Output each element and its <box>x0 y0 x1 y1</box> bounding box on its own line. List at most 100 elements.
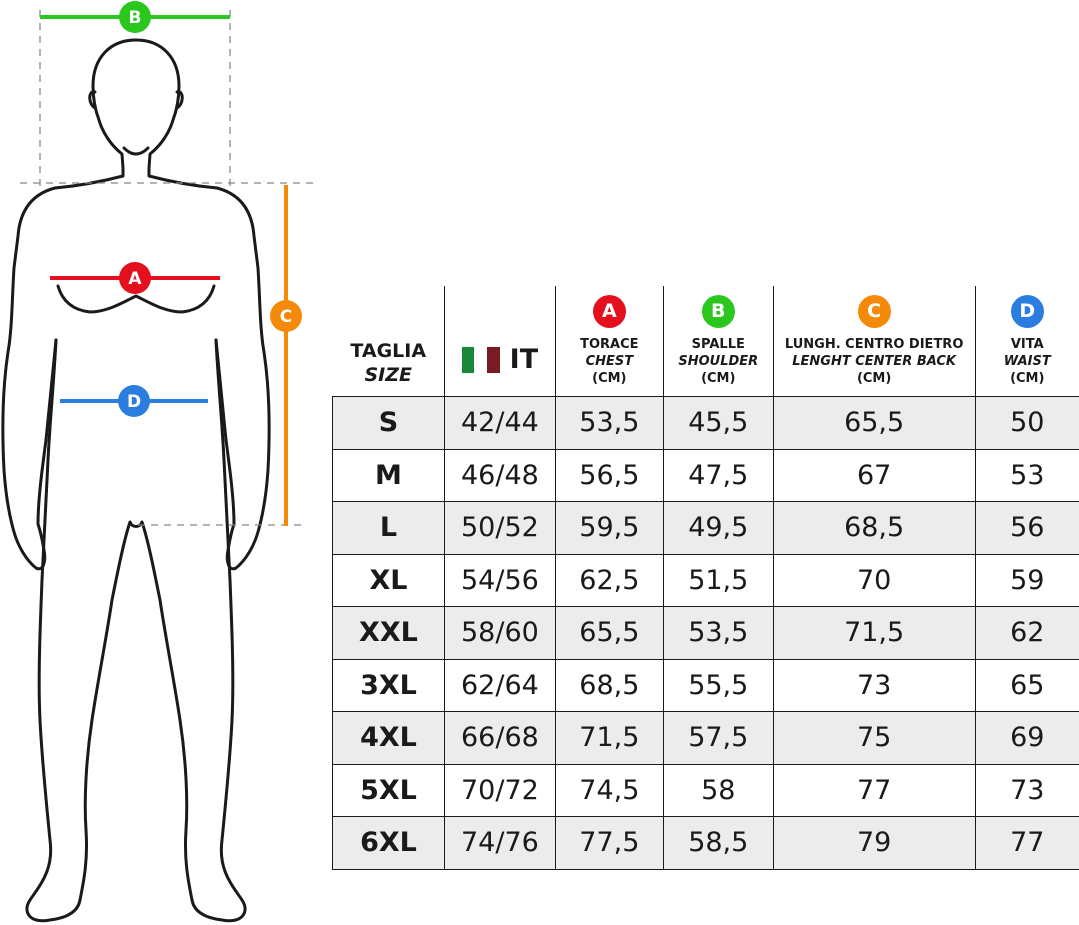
chest-cell: 68,5 <box>554 658 664 712</box>
header-label-en: LENGHT CENTER BACK <box>792 354 957 369</box>
waist-cell: 50 <box>974 396 1079 450</box>
size-cell: 3XL <box>332 658 445 712</box>
waist-cell: 56 <box>974 501 1079 555</box>
body-outline <box>1 38 271 923</box>
size-cell: XL <box>332 553 445 607</box>
header-label-it: SPALLE <box>691 337 745 352</box>
it-size-cell: 66/68 <box>443 711 556 765</box>
size-cell: XXL <box>332 606 445 660</box>
marker-a-chest: A <box>50 262 220 294</box>
waist-cell: 65 <box>974 658 1079 712</box>
header-unit: (CM) <box>592 371 627 386</box>
waist-cell: 59 <box>974 553 1079 607</box>
chest-cell: 62,5 <box>554 553 664 607</box>
length-cell: 65,5 <box>772 396 976 450</box>
waist-cell: 62 <box>974 606 1079 660</box>
header-label-en: WAIST <box>1003 354 1051 369</box>
shoulder-cell: 58,5 <box>662 816 774 870</box>
length-cell: 68,5 <box>772 501 976 555</box>
size-cell: M <box>332 448 445 502</box>
header-label-en: CHEST <box>585 354 634 369</box>
chest-cell: 65,5 <box>554 606 664 660</box>
header-size-main: TAGLIA <box>350 340 427 362</box>
size-cell: L <box>332 501 445 555</box>
it-size-cell: 42/44 <box>443 396 556 450</box>
length-cell: 70 <box>772 553 976 607</box>
header-unit: (CM) <box>701 371 736 386</box>
header-waist: D VITA WAIST (CM) <box>974 286 1079 397</box>
header-size: TAGLIA SIZE <box>332 286 445 397</box>
size-cell: 5XL <box>332 763 445 817</box>
length-cell: 67 <box>772 448 976 502</box>
length-cell: 77 <box>772 763 976 817</box>
waist-cell: 69 <box>974 711 1079 765</box>
it-size-cell: 46/48 <box>443 448 556 502</box>
chest-cell: 56,5 <box>554 448 664 502</box>
chest-cell: 53,5 <box>554 396 664 450</box>
header-label-en: SHOULDER <box>678 354 759 369</box>
shoulder-cell: 53,5 <box>662 606 774 660</box>
shoulder-cell: 57,5 <box>662 711 774 765</box>
marker-a-label: A <box>128 269 142 289</box>
marker-c-label: C <box>280 307 292 327</box>
header-badge: C <box>857 295 891 328</box>
shoulder-cell: 51,5 <box>662 553 774 607</box>
header-badge: D <box>1010 295 1044 328</box>
it-size-cell: 62/64 <box>443 658 556 712</box>
header-label-it: VITA <box>1010 337 1044 352</box>
marker-d-label: D <box>127 392 141 412</box>
header-unit: (CM) <box>1010 371 1045 386</box>
header-it-label: IT <box>509 344 539 375</box>
length-cell: 71,5 <box>772 606 976 660</box>
header-badge: B <box>701 295 735 328</box>
size-cell: 6XL <box>332 816 445 870</box>
header-badge: A <box>592 295 626 328</box>
length-cell: 73 <box>772 658 976 712</box>
it-size-cell: 54/56 <box>443 553 556 607</box>
header-shoulder: B SPALLE SHOULDER (CM) <box>662 286 774 397</box>
marker-d-waist: D <box>60 385 208 417</box>
header-length: C LUNGH. CENTRO DIETRO LENGHT CENTER BACK (… <box>772 286 976 397</box>
waist-cell: 53 <box>974 448 1079 502</box>
shoulder-cell: 58 <box>662 763 774 817</box>
shoulder-cell: 47,5 <box>662 448 774 502</box>
marker-c-length: C <box>270 185 302 526</box>
size-chart-table: TAGLIA SIZE IT A TORACE CHEST (CM) B SPALLE S… <box>332 286 1079 870</box>
header-it: IT <box>443 286 556 397</box>
chest-cell: 59,5 <box>554 501 664 555</box>
it-size-cell: 58/60 <box>443 606 556 660</box>
it-size-cell: 70/72 <box>443 763 556 817</box>
waist-cell: 73 <box>974 763 1079 817</box>
shoulder-cell: 55,5 <box>662 658 774 712</box>
italy-flag-icon <box>461 346 500 373</box>
length-cell: 79 <box>772 816 976 870</box>
guide-lines <box>20 10 318 526</box>
body-measurement-diagram: B A D C <box>1 1 318 923</box>
shoulder-cell: 45,5 <box>662 396 774 450</box>
it-size-cell: 50/52 <box>443 501 556 555</box>
chest-cell: 71,5 <box>554 711 664 765</box>
chest-cell: 77,5 <box>554 816 664 870</box>
header-size-sub: SIZE <box>364 364 412 386</box>
size-cell: S <box>332 396 445 450</box>
shoulder-cell: 49,5 <box>662 501 774 555</box>
header-label-it: LUNGH. CENTRO DIETRO <box>784 337 964 352</box>
header-unit: (CM) <box>856 371 892 386</box>
size-cell: 4XL <box>332 711 445 765</box>
marker-b-label: B <box>129 8 142 28</box>
length-cell: 75 <box>772 711 976 765</box>
chest-cell: 74,5 <box>554 763 664 817</box>
header-label-it: TORACE <box>580 337 639 352</box>
table-header-row: TAGLIA SIZE IT A TORACE CHEST (CM) B SPALLE S… <box>332 286 1079 397</box>
it-size-cell: 74/76 <box>443 816 556 870</box>
header-chest: A TORACE CHEST (CM) <box>554 286 664 397</box>
